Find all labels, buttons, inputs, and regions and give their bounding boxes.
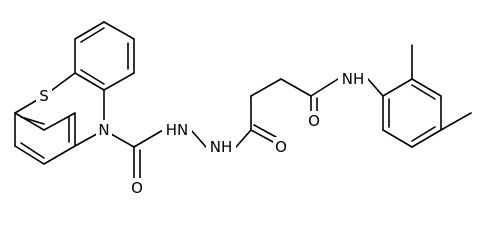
bond bbox=[20, 116, 45, 125]
bond bbox=[411, 84, 436, 100]
bond bbox=[382, 78, 413, 97]
atom-labels: S N O HN NH O O NH bbox=[36, 69, 368, 198]
bond bbox=[74, 72, 105, 91]
bond bbox=[103, 21, 135, 40]
amide-nh-label: NH bbox=[342, 70, 365, 88]
hydrazide-hn-label: HN bbox=[166, 121, 189, 139]
carbonyl-oxygen-label: O bbox=[131, 179, 143, 197]
bond bbox=[80, 69, 105, 85]
bond bbox=[440, 112, 472, 131]
bond bbox=[190, 129, 207, 148]
bond bbox=[80, 27, 105, 43]
bond bbox=[310, 78, 339, 97]
bond bbox=[253, 124, 277, 138]
bond bbox=[103, 72, 135, 91]
bond bbox=[411, 126, 436, 142]
ring-nitrogen-label: N bbox=[98, 121, 109, 139]
hydrazide-nh-label: NH bbox=[210, 138, 233, 156]
bond bbox=[14, 112, 45, 131]
bonds bbox=[14, 21, 472, 181]
bond bbox=[43, 112, 76, 131]
bond bbox=[411, 78, 442, 97]
bond bbox=[74, 21, 105, 40]
bond bbox=[382, 129, 413, 148]
bond bbox=[411, 129, 442, 148]
molecule-structure: S N O HN NH O O NH bbox=[14, 21, 472, 198]
bond bbox=[367, 78, 384, 97]
carbonyl-oxygen-label: O bbox=[308, 112, 320, 130]
bond bbox=[20, 142, 45, 159]
bond bbox=[43, 145, 76, 165]
bond bbox=[235, 129, 252, 148]
bond bbox=[280, 78, 312, 97]
sulfur-label: S bbox=[39, 87, 49, 105]
bond bbox=[250, 78, 282, 97]
bond bbox=[250, 129, 274, 143]
bond bbox=[133, 129, 164, 148]
bond bbox=[14, 145, 45, 165]
carbonyl-oxygen-label: O bbox=[275, 138, 287, 156]
